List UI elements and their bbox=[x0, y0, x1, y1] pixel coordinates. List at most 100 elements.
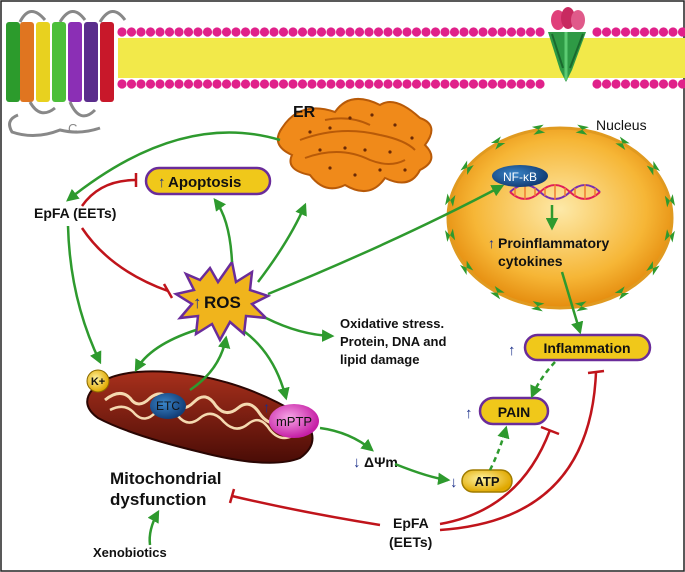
nuclear-pore-icon bbox=[531, 301, 545, 312]
dpsi-down-arrow: ↓ bbox=[353, 454, 361, 471]
lipid-head bbox=[411, 79, 422, 89]
lipid-head bbox=[259, 27, 270, 37]
lipid-head bbox=[117, 79, 127, 89]
arrow-ros-to-mito bbox=[134, 328, 197, 373]
epfa-bottom-line2: (EETs) bbox=[389, 534, 432, 550]
nuclear-pore-icon bbox=[460, 160, 474, 175]
lipid-head bbox=[307, 79, 317, 89]
atp-down-arrow: ↓ bbox=[450, 474, 458, 491]
lipid-head bbox=[525, 79, 536, 89]
lipid-head bbox=[174, 27, 184, 37]
lipid-head bbox=[421, 79, 431, 89]
mptp-label: mPTP bbox=[276, 414, 312, 429]
lipid-head bbox=[611, 79, 621, 89]
lipid-head bbox=[250, 27, 260, 37]
atp-label: ATP bbox=[474, 474, 499, 489]
lipid-head bbox=[649, 79, 659, 89]
etc-node bbox=[150, 393, 186, 419]
lipid-head bbox=[269, 27, 279, 37]
lipid-head bbox=[516, 27, 526, 37]
lipid-head bbox=[231, 27, 241, 37]
lipid-head bbox=[592, 27, 602, 37]
lipid-head bbox=[193, 79, 203, 89]
arrow-er-to-epfa bbox=[66, 131, 281, 202]
lipid-head bbox=[297, 79, 308, 89]
lipid-head bbox=[212, 79, 222, 89]
nuclear-pore-icon bbox=[614, 286, 630, 300]
lipid-head bbox=[468, 27, 479, 37]
lipid-head bbox=[478, 79, 488, 89]
lipid-head bbox=[145, 79, 156, 89]
lipid-head bbox=[630, 79, 640, 89]
nuclear-pore-icon bbox=[459, 260, 474, 275]
lipid-head bbox=[649, 27, 659, 37]
lipid-head bbox=[164, 27, 175, 37]
nuclear-pore-icon bbox=[445, 193, 456, 207]
lipid-head bbox=[630, 27, 640, 37]
lipid-head bbox=[516, 79, 526, 89]
lipid-head bbox=[440, 27, 450, 37]
arrow-ros-to-apoptosis bbox=[213, 197, 234, 263]
lipid-head bbox=[459, 79, 469, 89]
receptor-c-terminus-label: C bbox=[68, 121, 77, 136]
arrow-ros-to-er bbox=[257, 202, 307, 283]
mptp-up-arrow: ↑ bbox=[263, 399, 270, 415]
lipid-head bbox=[126, 79, 137, 89]
lipid-head bbox=[117, 27, 127, 37]
er-label: ER bbox=[293, 104, 316, 121]
atp-box bbox=[461, 469, 513, 493]
lipid-head bbox=[202, 27, 213, 37]
lipid-head bbox=[259, 79, 270, 89]
dna-helix-icon bbox=[509, 184, 601, 200]
lipid-head bbox=[373, 27, 384, 37]
endoplasmic-reticulum-icon bbox=[276, 97, 433, 193]
lipid-head bbox=[430, 27, 441, 37]
nfkb-node bbox=[492, 165, 548, 187]
nuclear-pore-icon bbox=[615, 136, 630, 151]
lipid-head bbox=[373, 79, 384, 89]
lipid-head bbox=[497, 79, 507, 89]
lipid-head bbox=[364, 79, 374, 89]
arrow-xenobiotics-to-mito bbox=[147, 509, 160, 546]
inflammation-up-arrow: ↑ bbox=[508, 342, 516, 359]
lipid-head bbox=[155, 27, 165, 37]
lipid-head bbox=[354, 79, 365, 89]
nucleus-label: Nucleus bbox=[596, 117, 647, 133]
lipid-head bbox=[383, 79, 393, 89]
nuclear-pore-icon bbox=[574, 301, 589, 312]
mptp-node bbox=[269, 404, 319, 438]
lipid-head bbox=[278, 27, 289, 37]
lipid-head bbox=[269, 79, 279, 89]
cell-membrane bbox=[117, 27, 685, 89]
lipid-head bbox=[525, 27, 536, 37]
mito-dysfunction-line1: Mitochondrial bbox=[110, 469, 221, 488]
inhibit-bar-ros bbox=[162, 283, 174, 299]
lipid-head bbox=[174, 79, 184, 89]
lipid-head bbox=[402, 79, 412, 89]
lipid-head bbox=[677, 27, 685, 37]
lipid-head bbox=[658, 79, 669, 89]
lipid-head bbox=[297, 27, 308, 37]
lipid-head bbox=[668, 27, 678, 37]
nuclear-pore-icon bbox=[646, 161, 661, 176]
dashed-arrow-inflammation-to-pain bbox=[530, 361, 556, 399]
inhibit-epfa-inflammation bbox=[439, 371, 598, 532]
lipid-head bbox=[468, 79, 479, 89]
pain-box bbox=[478, 396, 550, 426]
arrow-ros-to-oxidative bbox=[265, 316, 335, 342]
lipid-head bbox=[449, 27, 460, 37]
lipid-head bbox=[658, 27, 669, 37]
lipid-head bbox=[383, 27, 393, 37]
proinflam-label-line2: cytokines bbox=[498, 253, 563, 269]
mitochondrion-icon bbox=[86, 370, 314, 464]
lipid-head bbox=[221, 79, 232, 89]
lipid-head bbox=[288, 79, 298, 89]
lipid-head bbox=[668, 79, 678, 89]
lipid-head bbox=[335, 27, 346, 37]
lipid-head bbox=[183, 27, 194, 37]
lipid-head bbox=[183, 79, 194, 89]
pain-label: PAIN bbox=[498, 404, 530, 420]
lipid-head bbox=[478, 27, 488, 37]
lipid-head bbox=[126, 27, 137, 37]
